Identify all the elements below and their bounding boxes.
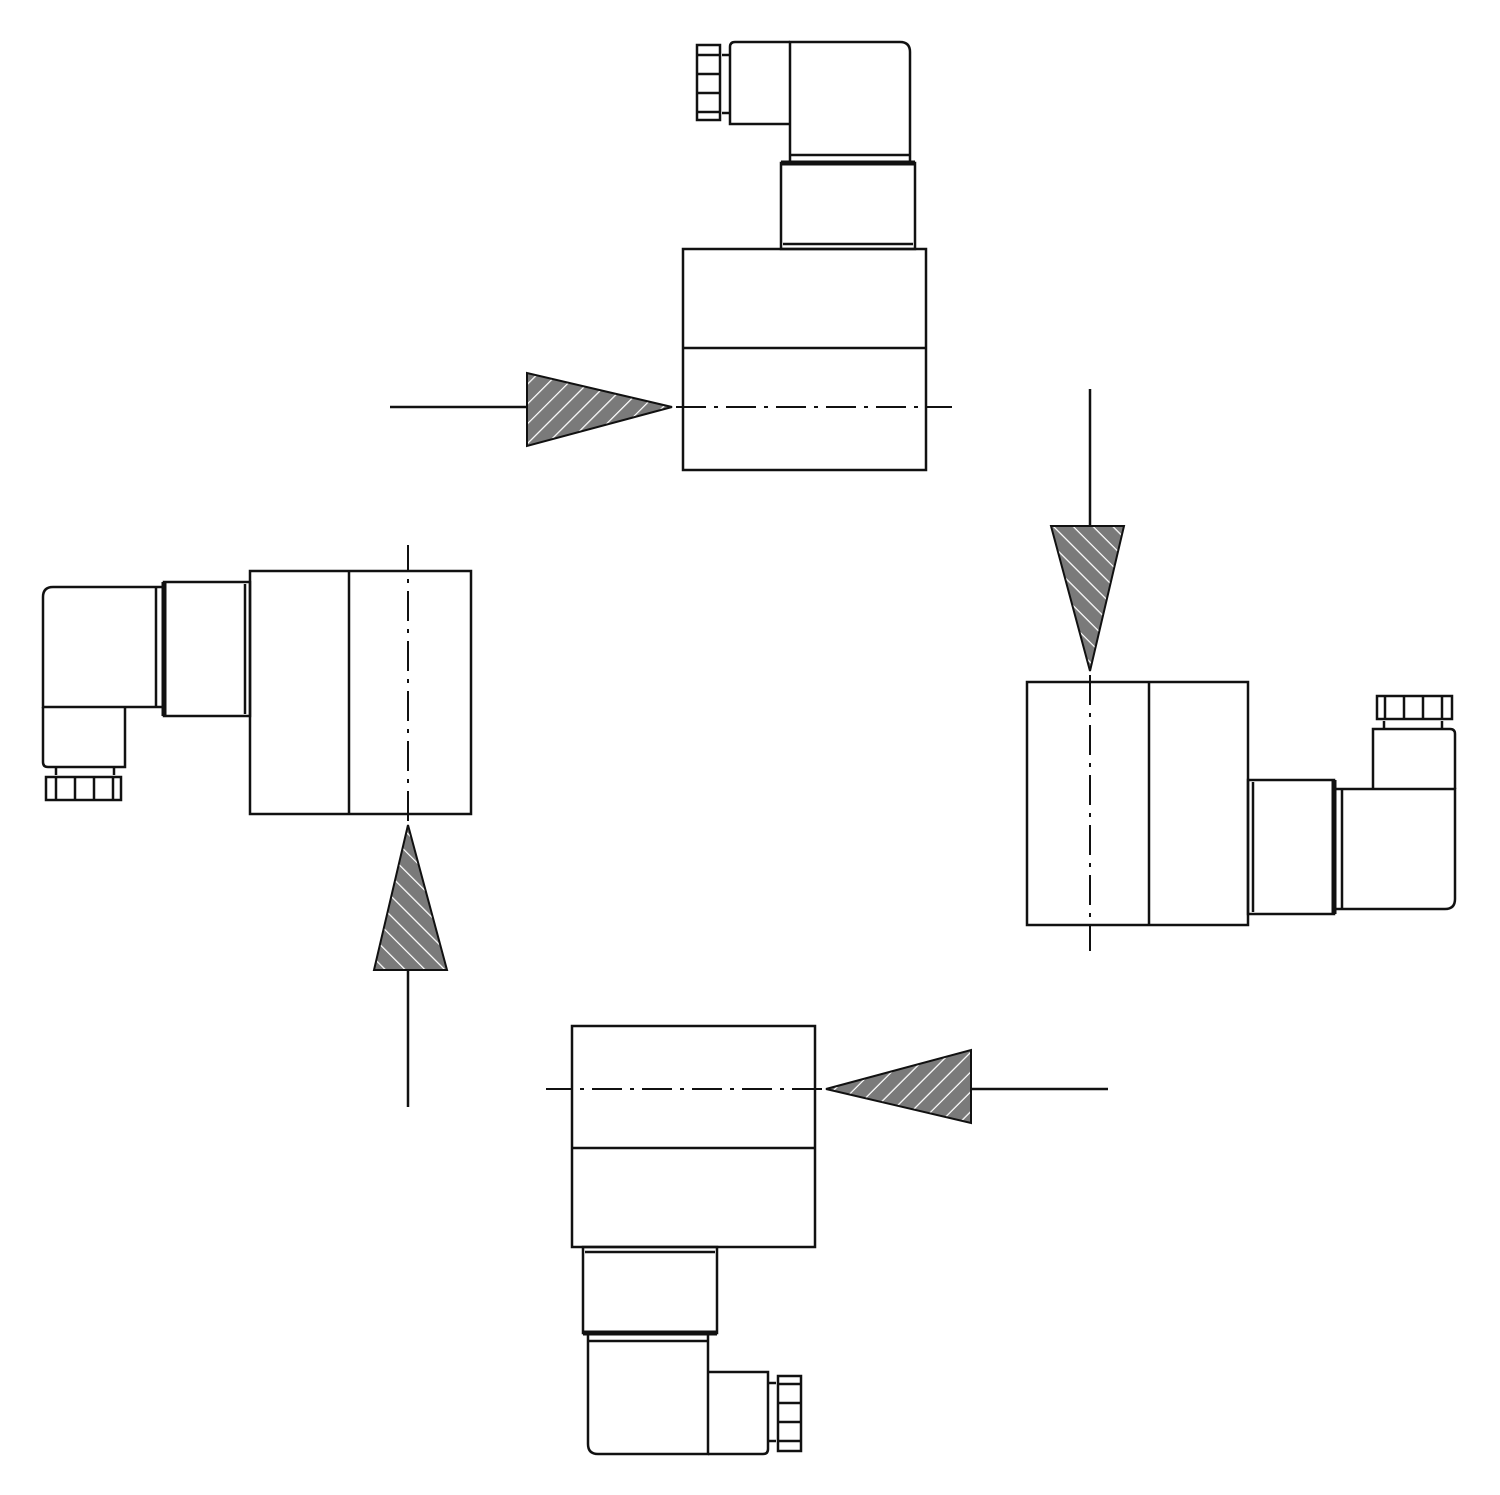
sensor-vertical-right [1027,389,1455,951]
sensor-vertical-left [43,545,471,1107]
sensor-horizontal-top [390,42,952,470]
sensor-horizontal-bottom [546,1026,1108,1454]
